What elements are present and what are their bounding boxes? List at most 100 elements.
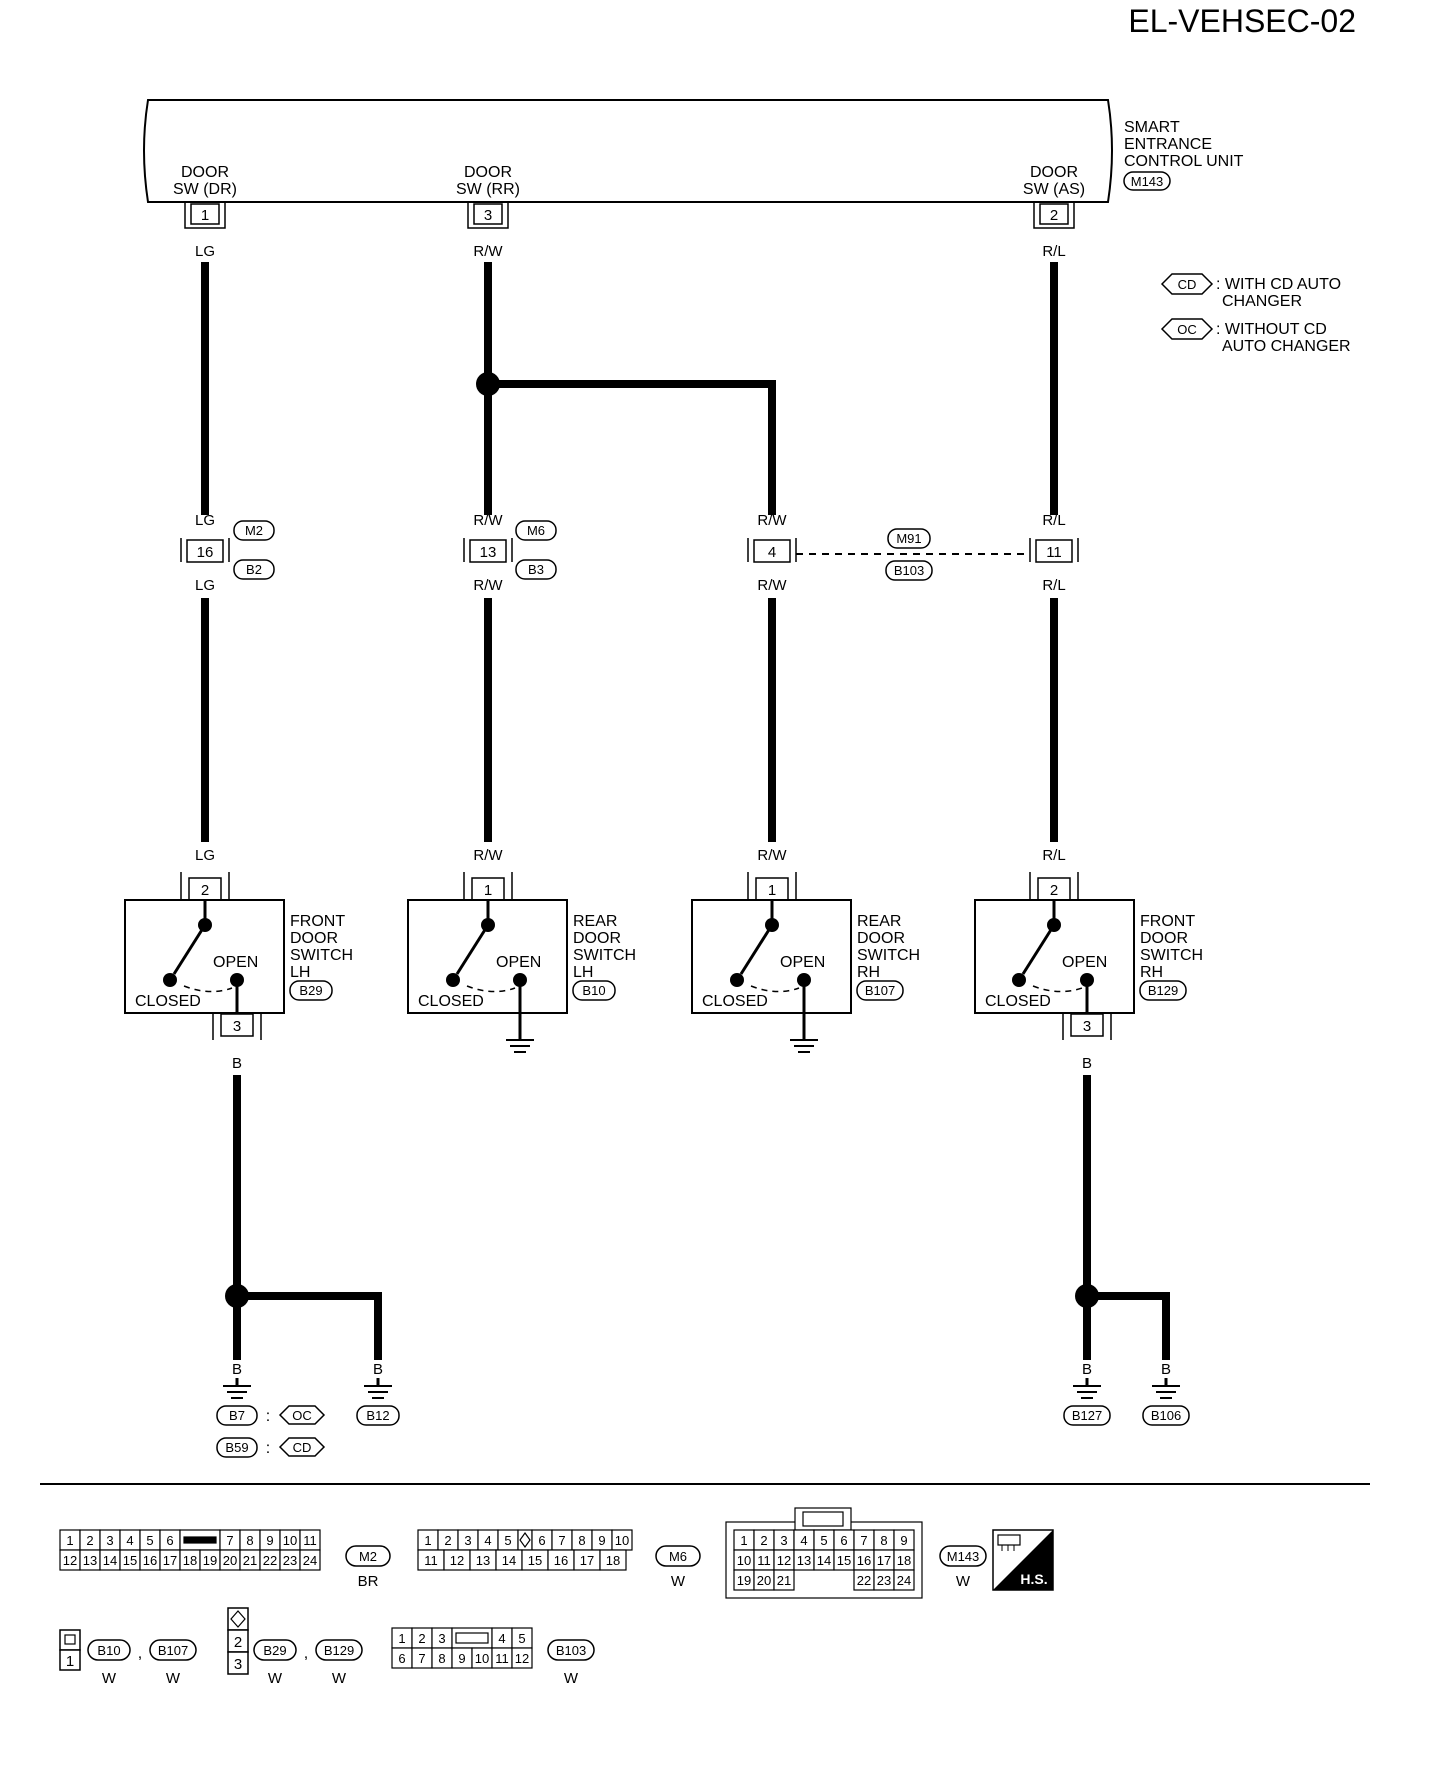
diagram-title: EL-VEHSEC-02 [1128, 3, 1356, 39]
switch-front-rh-pin-top: 2 [1050, 882, 1058, 899]
connector-m143-pin: 19 [737, 1573, 751, 1588]
switch-rear-rh-open: OPEN [780, 954, 825, 971]
switch-front-rh-wire-out: B [1082, 1055, 1092, 1072]
connector-m143-pin: 12 [777, 1553, 791, 1568]
connector-m143-pin: 24 [897, 1573, 911, 1588]
switch-front-rh-name-3: SWITCH [1140, 947, 1203, 964]
joint-11-wire-top: R/L [1042, 512, 1065, 529]
terminal-dr-wire: LG [195, 243, 215, 260]
switch-rear-lh-connector: B10 [582, 983, 605, 998]
joint-16-conn-b2: B2 [246, 562, 262, 577]
switch-front-rh-closed: CLOSED [985, 993, 1051, 1010]
joint-16-wire-bottom: LG [195, 577, 215, 594]
joint-16-conn-m2: M2 [245, 523, 263, 538]
connector-m143-pin: 18 [897, 1553, 911, 1568]
connector-m6-pin: 7 [558, 1533, 565, 1548]
ground-b59-label: B59 [225, 1440, 248, 1455]
connector-b103-pin: 8 [438, 1651, 445, 1666]
connector-b103-pin: 11 [495, 1651, 509, 1666]
connector-b103-pin: 5 [518, 1631, 525, 1646]
connector-m2-pin: 7 [226, 1533, 233, 1548]
connector-m143-pin: 7 [860, 1533, 867, 1548]
connector-b103-pin: 4 [498, 1631, 505, 1646]
terminal-as-wire: R/L [1042, 243, 1065, 260]
connector-b103-pin: 9 [458, 1651, 465, 1666]
connector-b103-pin: 7 [418, 1651, 425, 1666]
connector-b103-pin: 12 [515, 1651, 529, 1666]
switch-front-lh-wire-out: B [232, 1055, 242, 1072]
connector-m143-pin: 6 [840, 1533, 847, 1548]
switch-rear-rh-wire: R/W [757, 847, 787, 864]
joint-13-conn-b3: B3 [528, 562, 544, 577]
connector-m143-pin: 21 [777, 1573, 791, 1588]
connector-m2-pin: 3 [106, 1533, 113, 1548]
switch-front-rh-name-2: DOOR [1140, 930, 1188, 947]
legend-cd-code: CD [1178, 277, 1197, 292]
switch-front-rh-wire: R/L [1042, 847, 1065, 864]
switch-rear-rh-name-4: RH [857, 964, 880, 981]
switch-rear-lh-closed: CLOSED [418, 993, 484, 1010]
connector-b103-name: B103 [556, 1643, 586, 1658]
connector-m6-pin: 12 [450, 1553, 464, 1568]
joint-4-pin: 4 [768, 544, 776, 561]
terminal-as-name-1: DOOR [1030, 164, 1078, 181]
switch-front-lh-closed: CLOSED [135, 993, 201, 1010]
switch-front-lh-name-3: SWITCH [290, 947, 353, 964]
legend-oc-code: OC [1177, 322, 1197, 337]
connector-m2-pin: 11 [303, 1533, 317, 1548]
switch-front-lh-open: OPEN [213, 954, 258, 971]
connector-m143-pin: 10 [737, 1553, 751, 1568]
svg-text:,: , [304, 1645, 308, 1662]
connector-m6-pin: 14 [502, 1553, 516, 1568]
switch-front-lh-pin-top: 2 [201, 882, 209, 899]
terminal-as-name-2: SW (AS) [1023, 181, 1085, 198]
connector-b103-pin: 10 [475, 1651, 489, 1666]
switch-rear-lh-open: OPEN [496, 954, 541, 971]
switch-front-lh-name-1: FRONT [290, 913, 345, 930]
switch-rear-lh-pin-top: 1 [484, 882, 492, 899]
connector-b103-pin: 6 [398, 1651, 405, 1666]
connector-m2-pin: 12 [63, 1553, 77, 1568]
joint-13-wire-top: R/W [473, 512, 503, 529]
connector-m143-name: M143 [947, 1549, 980, 1564]
connector-m2-pin: 9 [266, 1533, 273, 1548]
connector-m143-pin: 5 [820, 1533, 827, 1548]
ground-b7-wire: B [232, 1361, 242, 1378]
joint-conn-m91: M91 [896, 531, 921, 546]
splice-dots [225, 372, 1099, 1308]
svg-text:,: , [138, 1645, 142, 1662]
switch-rear-rh-name-1: REAR [857, 913, 901, 930]
connector-b103-pin: 3 [438, 1631, 445, 1646]
connector-b10-name: B10 [97, 1643, 120, 1658]
joint-11-pin: 11 [1046, 544, 1062, 561]
connector-m2-pin: 1 [66, 1533, 73, 1548]
connector-m2-pin: 8 [246, 1533, 253, 1548]
ground-b7-cond: OC [292, 1408, 312, 1423]
joint-11-wire-bottom: R/L [1042, 577, 1065, 594]
connector-m143-pin: 3 [780, 1533, 787, 1548]
svg-text::: : [266, 1440, 270, 1457]
connector-m143-pin: 23 [877, 1573, 891, 1588]
switch-rear-lh-name-4: LH [573, 964, 593, 981]
connector-m6-pin: 18 [606, 1553, 620, 1568]
connector-m143-pin: 4 [800, 1533, 807, 1548]
connector-m2-pin: 20 [223, 1553, 237, 1568]
connector-m143-pin: 15 [837, 1553, 851, 1568]
connector-m2-pin: 24 [303, 1553, 317, 1568]
door-switch-rear-rh: R/W 1 CLOSED OPEN REAR DOOR SWITCH RH B1… [691, 847, 920, 1053]
connector-m2-pin: 16 [143, 1553, 157, 1568]
legend-cd-text-1: : WITH CD AUTO [1216, 276, 1341, 293]
switch-rear-lh-name-3: SWITCH [573, 947, 636, 964]
connector-m143-pin: 8 [880, 1533, 887, 1548]
terminal-rr-name-2: SW (RR) [456, 181, 520, 198]
switch-front-lh-wire: LG [195, 847, 215, 864]
control-unit-name-3: CONTROL UNIT [1124, 153, 1244, 170]
legend: CD : WITH CD AUTO CHANGER OC : WITHOUT C… [1160, 273, 1351, 355]
connector-plug-icon [997, 1534, 1021, 1551]
connector-m6-pin: 5 [504, 1533, 511, 1548]
